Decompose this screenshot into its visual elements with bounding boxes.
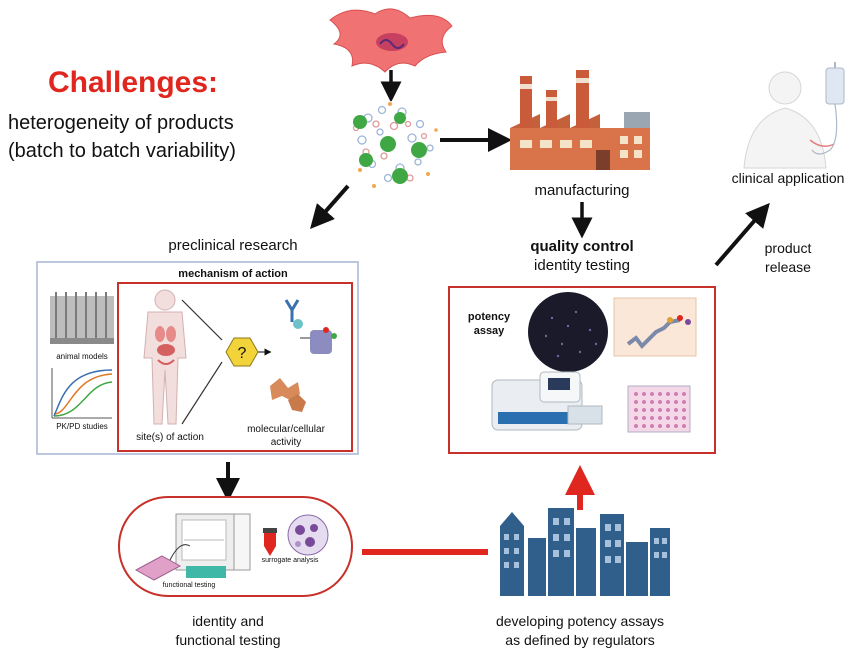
regulators-buildings-icon [500, 508, 670, 596]
pkpd-studies-label: PK/PD studies [56, 422, 108, 431]
human-body-icon [143, 289, 187, 425]
challenges-title: Challenges: [48, 66, 219, 99]
cell-dish-icon [287, 514, 329, 556]
incubator-icon [175, 513, 251, 578]
question-hexagon-icon: ? [225, 337, 259, 367]
regulators-line-2: as defined by regulators [505, 632, 655, 648]
clinical-application-label: clinical application [731, 170, 845, 186]
surrogate-analysis-caption: surrogate analysis [261, 557, 319, 564]
source-cell-icon [329, 8, 453, 73]
manufacturing-label: manufacturing [534, 182, 630, 199]
challenges-line-2: (batch to batch variability) [8, 140, 236, 162]
identity-testing-line-1: identity and [192, 613, 264, 629]
potency-plate-image [528, 292, 608, 372]
challenges-line-1: heterogeneity of products [8, 112, 234, 134]
animal-models-label: animal models [56, 352, 108, 361]
molecular-activity-line-1: molecular/cellular [247, 424, 325, 435]
molecular-activity-line-2: activity [270, 437, 302, 448]
preclinical-research-label: preclinical research [168, 237, 298, 254]
identity-testing-line-2: functional testing [175, 632, 281, 648]
molecule-binding-image [613, 297, 697, 357]
site-of-action-label: site(s) of action [136, 432, 204, 443]
arrow-product-release [714, 202, 770, 267]
quality-control-subtitle: identity testing [534, 257, 630, 274]
clinical-patient-icon [743, 62, 845, 169]
potency-assay-line-1: potency [467, 311, 511, 323]
molecular-icons [270, 299, 337, 412]
product-release-line-1: product [764, 240, 812, 256]
lab-analyzer-icon [491, 371, 603, 431]
animal-models-icon [50, 292, 114, 344]
arrow-to-preclinical [310, 184, 350, 229]
pkpd-curves-icon [51, 368, 113, 419]
mechanism-of-action-label: mechanism of action [178, 268, 288, 280]
microplate-icon [627, 385, 691, 433]
product-release-line-2: release [765, 259, 811, 275]
well-plate-icon [134, 544, 191, 581]
potency-assay-line-2: assay [473, 325, 505, 337]
product-cluster-icon [350, 101, 438, 189]
functional-testing-caption: functional testing [162, 582, 216, 589]
factory-icon [510, 70, 650, 170]
test-tube-icon [263, 528, 277, 556]
question-mark: ? [238, 345, 247, 362]
regulators-line-1: developing potency assays [495, 613, 665, 629]
quality-control-title: quality control [530, 238, 634, 255]
